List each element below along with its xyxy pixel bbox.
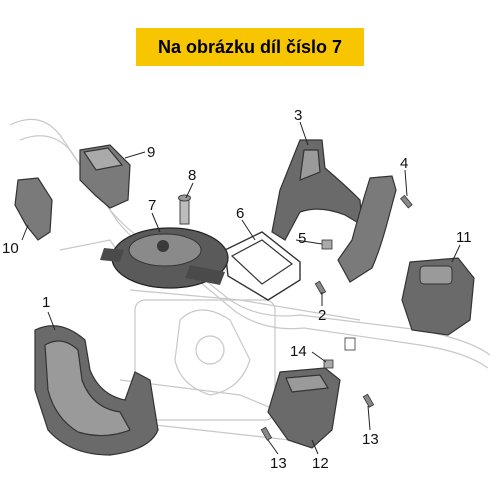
screws-and-clips: [260, 194, 413, 441]
callout-5: 5: [298, 230, 306, 247]
callout-12: 12: [312, 455, 329, 472]
callout-2: 2: [318, 307, 326, 324]
part-7-switch-housing: [100, 227, 229, 289]
callout-leaders: [21, 121, 461, 455]
callout-1: 1: [42, 294, 50, 311]
callout-7: 7: [148, 197, 156, 214]
callout-8: 8: [188, 167, 196, 184]
callout-13-right: 13: [362, 431, 379, 448]
right-inner-cover: [337, 175, 397, 283]
part-6-bracket: [224, 231, 301, 301]
callout-9: 9: [147, 144, 155, 161]
part-3-upper-cover: [271, 139, 363, 241]
callout-10: 10: [2, 240, 19, 257]
part-highlight-banner: Na obrázku díl číslo 7: [136, 28, 364, 66]
callout-14: 14: [290, 343, 307, 360]
part-9-small-cover: [79, 144, 131, 209]
part-12-lower-right-cover: [267, 367, 341, 449]
part-11-right-switch: [401, 257, 475, 336]
part-1-lower-cover: [34, 325, 159, 456]
callout-labels: 1 2 3 4 5 6 7 8 9 10 11 12 13 13 14: [2, 107, 472, 472]
callout-4: 4: [400, 155, 408, 172]
part-10-left-cover: [14, 177, 53, 241]
callout-6: 6: [236, 205, 244, 222]
callout-3: 3: [294, 107, 302, 124]
callout-13-left: 13: [270, 455, 287, 472]
part-8-bolt: [178, 194, 191, 225]
callout-11: 11: [456, 229, 472, 246]
